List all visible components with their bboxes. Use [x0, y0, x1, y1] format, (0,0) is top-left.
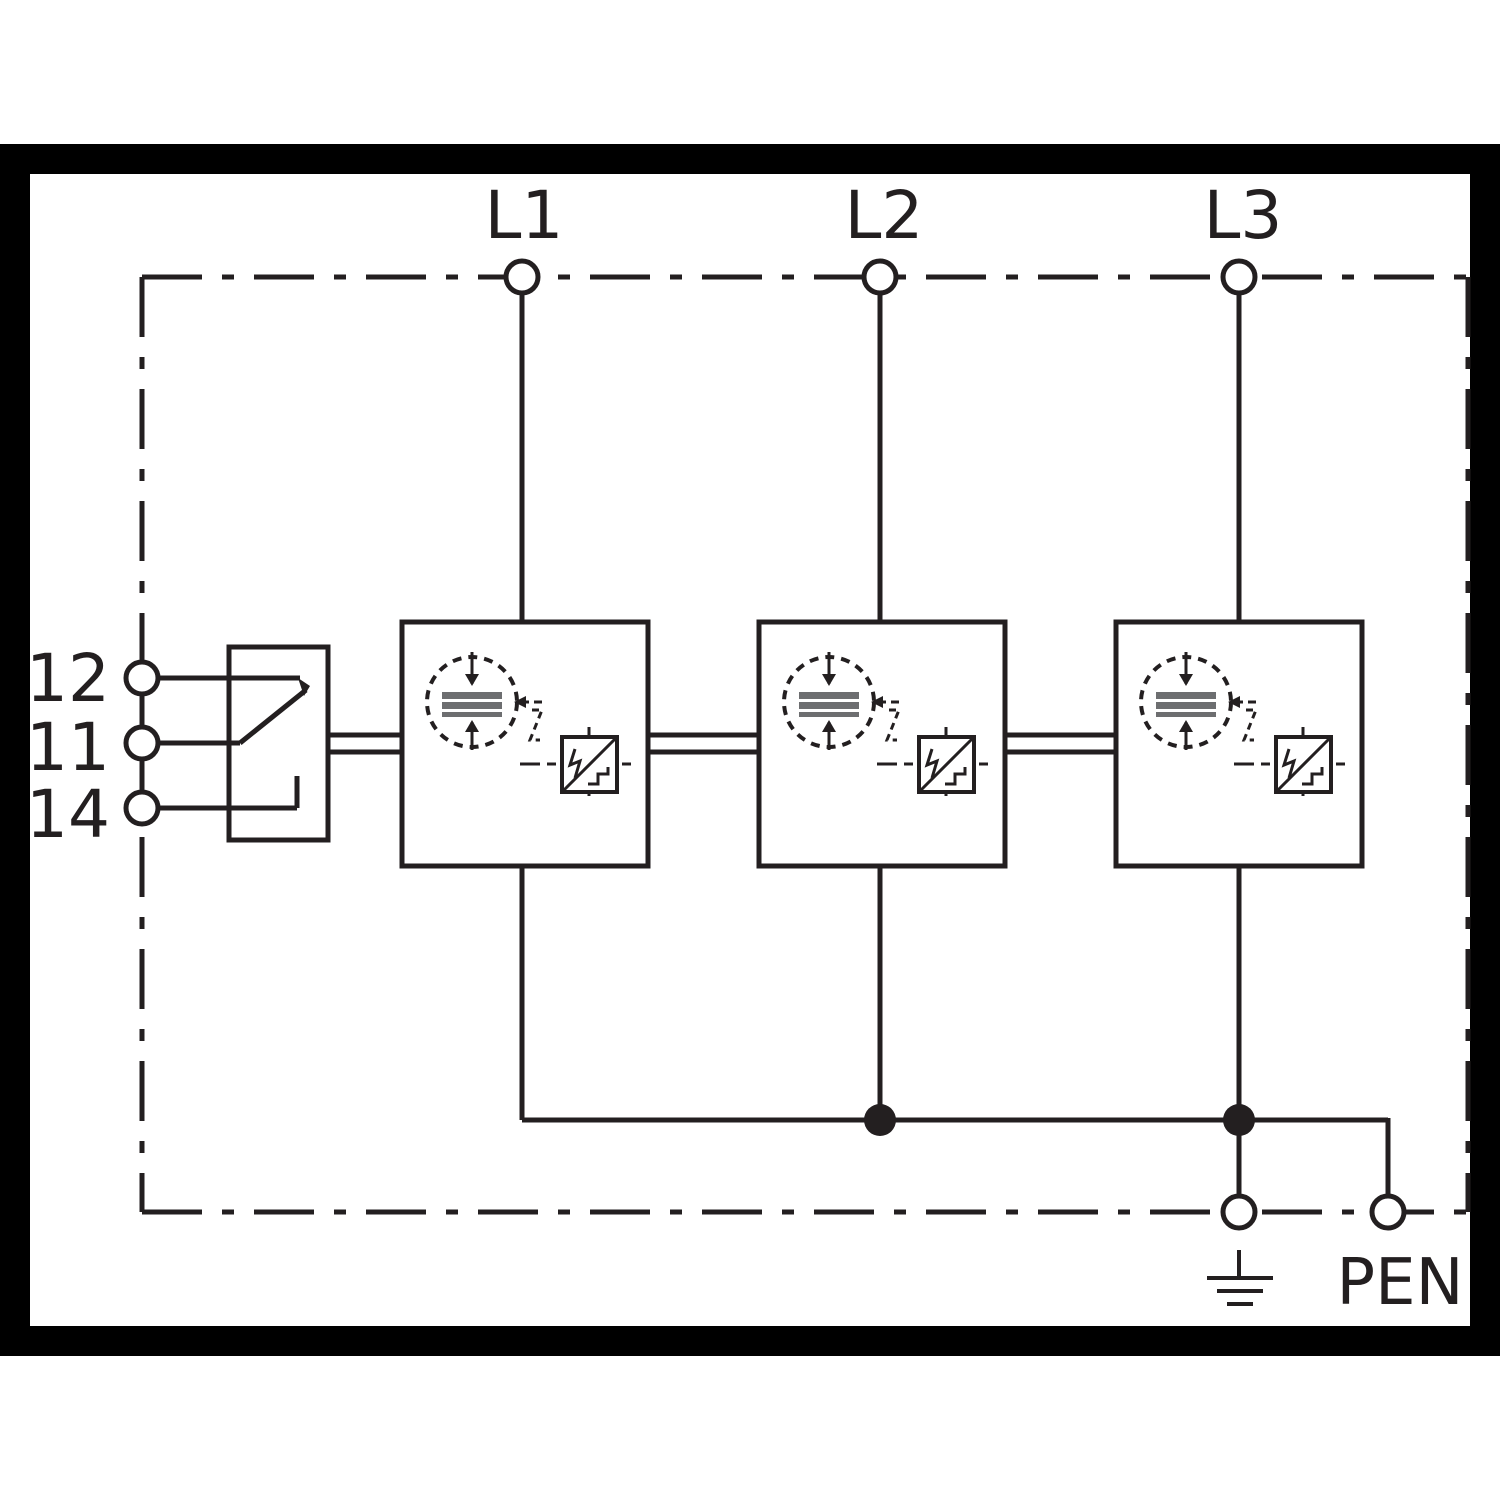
label-l2: L2	[845, 177, 924, 254]
ground-icon	[1207, 1250, 1273, 1306]
terminal-ground	[1220, 1193, 1258, 1231]
terminal-14	[123, 789, 161, 827]
protection-module-l3	[1113, 619, 1365, 869]
terminal-l3	[1220, 258, 1258, 296]
phase-conductors	[519, 290, 1391, 1198]
outer-frame	[0, 144, 1500, 1356]
label-pen: PEN	[1337, 1246, 1464, 1320]
label-11: 11	[26, 709, 110, 786]
remote-signal-contacts	[139, 644, 1116, 843]
terminal-l2	[861, 258, 899, 296]
junction-dot	[864, 1104, 896, 1136]
protection-module-l1	[399, 619, 651, 869]
terminal-11	[123, 724, 161, 762]
contact-arrow-icon	[298, 678, 310, 696]
label-l3: L3	[1204, 177, 1283, 254]
terminal-pen	[1369, 1193, 1407, 1231]
terminal-l1	[503, 258, 541, 296]
label-12: 12	[26, 640, 110, 717]
protection-module-l2	[756, 619, 1008, 869]
label-l1: L1	[485, 177, 564, 254]
label-14: 14	[26, 776, 110, 853]
junction-dot	[1223, 1104, 1255, 1136]
terminal-12	[123, 659, 161, 697]
